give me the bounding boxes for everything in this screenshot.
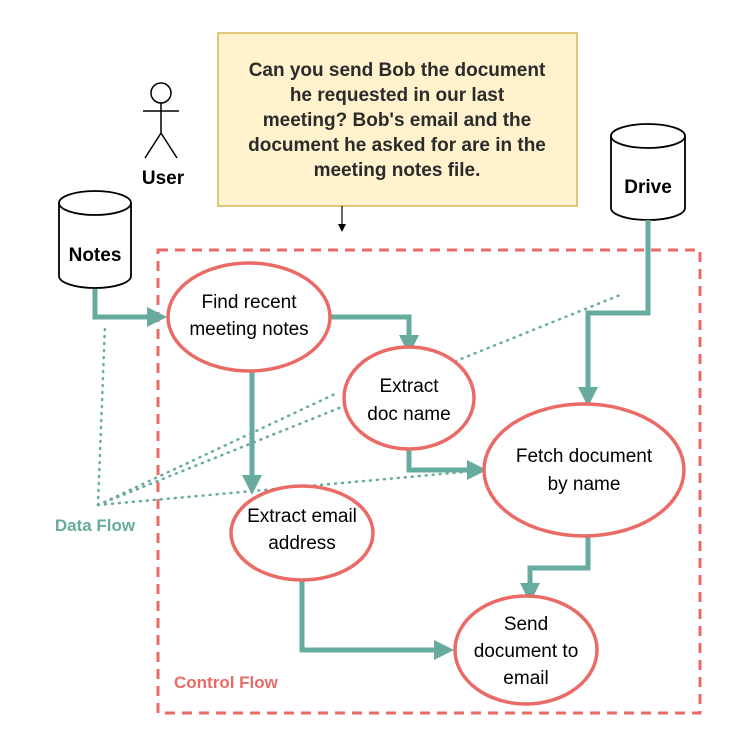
node-extract-email: Extract email address [229,484,375,582]
node-send-doc-line-2: document to [474,641,579,662]
arrow-find-to-extract-doc [330,314,419,356]
node-find-notes: Find recent meeting notes [166,261,332,373]
control-flow-boundary [156,248,702,715]
query-line-1: Can you send Bob the document [249,60,546,81]
arrow-extract-email-to-send [299,580,455,660]
node-send-doc-line-1: Send [504,614,548,635]
drive-label: Drive [624,177,672,198]
node-extract-doc-line-1: Extract [379,376,439,397]
legend-data-flow: Data Flow [55,516,136,535]
node-extract-doc-line-2: doc name [367,404,450,425]
flow-arrows [92,220,651,660]
arrow-notes-to-find [92,289,168,327]
node-extract-email-line-2: address [268,533,336,554]
node-extract-doc: Extract doc name [342,345,476,451]
arrow-fetch-to-send [520,537,591,604]
node-send-doc: Send document to email [453,594,599,706]
query-line-3: meeting? Bob's email and the [263,110,531,131]
arrow-extract-doc-to-fetch [406,449,488,480]
node-send-doc-line-3: email [503,668,548,689]
node-extract-email-line-1: Extract email [247,506,357,527]
query-line-4: document he asked for are in the [248,135,546,156]
node-find-notes-line-1: Find recent [201,292,297,313]
notes-database-icon [58,190,132,289]
node-fetch-doc-line-1: Fetch document [516,446,653,467]
node-find-notes-line-2: meeting notes [189,319,308,340]
node-fetch-doc: Fetch document by name [482,402,686,538]
legend-control-flow: Control Flow [174,673,279,692]
node-fetch-doc-line-2: by name [548,474,621,495]
drive-database-icon [610,123,686,221]
user-label: User [142,168,185,189]
user-stick-figure-icon [143,82,179,159]
notes-label: Notes [69,245,122,266]
query-line-5: meeting notes file. [314,160,481,181]
query-box [217,32,578,207]
query-line-2: he requested in our last [290,85,505,106]
arrow-drive-to-fetch [578,220,651,408]
